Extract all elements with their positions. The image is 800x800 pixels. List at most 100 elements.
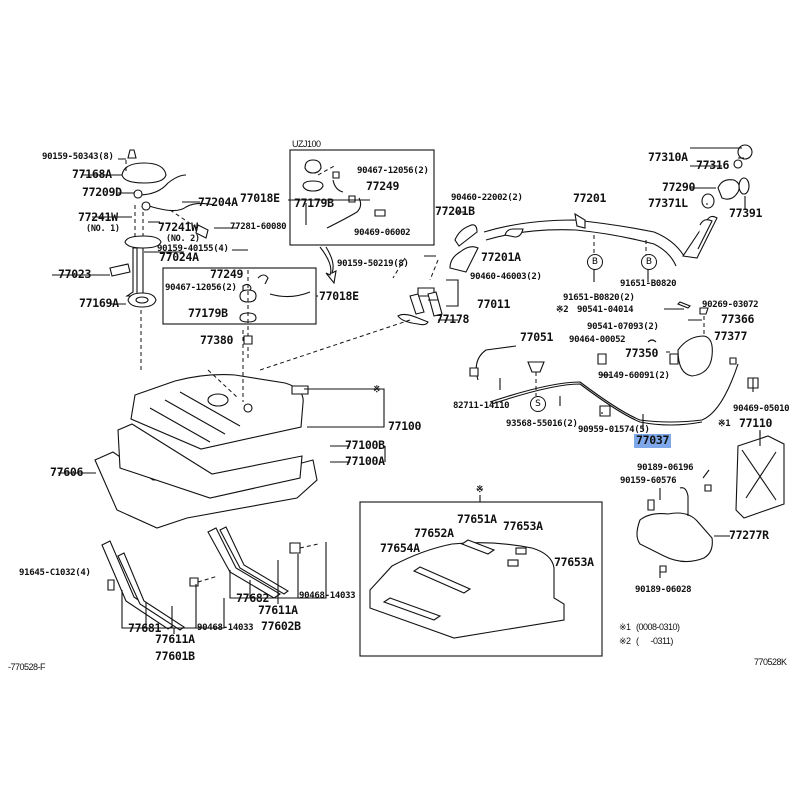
label-90467-12056-uzj[interactable]: 90467-12056(2) [357, 166, 429, 176]
label-90269-03072[interactable]: 90269-03072 [702, 300, 759, 310]
label-90541-07093[interactable]: 90541-07093(2) [587, 322, 659, 332]
label-77611A-2[interactable]: 77611A [258, 603, 298, 617]
label-77654A[interactable]: 77654A [380, 541, 420, 555]
label-90468-14033-1[interactable]: 90468-14033 [197, 623, 254, 633]
label-90467-12056-inset[interactable]: 90467-12056(2) [165, 283, 237, 293]
jerry-can-drawing [735, 430, 785, 519]
fuel-lid-opener-cable-drawing [469, 345, 739, 426]
label-77391[interactable]: 77391 [729, 206, 763, 220]
label-77653A-1[interactable]: 77653A [503, 519, 543, 533]
arrow-down-icon [319, 246, 337, 285]
label-77179B-uzj[interactable]: 77179B [294, 196, 334, 210]
label-90149-60091[interactable]: 90149-60091(2) [598, 371, 670, 381]
label-91651-B0820[interactable]: 91651-B0820 [620, 279, 677, 289]
label-77100A[interactable]: 77100A [345, 454, 385, 468]
label-77100B[interactable]: 77100B [345, 438, 385, 452]
label-77606[interactable]: 77606 [50, 465, 84, 479]
label-90159-60576[interactable]: 90159-60576 [620, 476, 677, 486]
label-77024A[interactable]: 77024A [159, 250, 199, 264]
label-77178[interactable]: 77178 [436, 312, 470, 326]
label-77281-60080[interactable]: 77281-60080 [230, 222, 287, 232]
label-77110[interactable]: 77110 [739, 416, 773, 430]
label-91645-C1032[interactable]: 91645-C1032(4) [19, 568, 91, 578]
note-2-mark: ※2 [619, 636, 631, 646]
note-mark-77100: ※ [373, 385, 381, 395]
note-1-mark: ※1 [619, 622, 631, 632]
label-90468-14033-2[interactable]: 90468-14033 [299, 591, 356, 601]
fuel-cap-drawing [690, 144, 753, 209]
label-77371L[interactable]: 77371L [648, 196, 688, 210]
label-90159-40155[interactable]: 90159-40155(4) [157, 244, 229, 254]
label-77241W-no2-sub: (NO. 2) [166, 234, 200, 244]
inset-label-uzj100: UZJ100 [292, 139, 321, 149]
label-90189-06028[interactable]: 90189-06028 [635, 585, 692, 595]
label-77241W-no1-sub: (NO. 1) [86, 224, 120, 234]
label-77380[interactable]: 77380 [200, 333, 234, 347]
label-77201A[interactable]: 77201A [481, 250, 521, 264]
label-90460-22002[interactable]: 90460-22002(2) [451, 193, 523, 203]
label-77290[interactable]: 77290 [662, 180, 696, 194]
label-77611A-1[interactable]: 77611A [155, 632, 195, 646]
label-77168A[interactable]: 77168A [72, 167, 112, 181]
label-77201B[interactable]: 77201B [435, 204, 475, 218]
label-77011[interactable]: 77011 [477, 297, 511, 311]
label-77377[interactable]: 77377 [714, 329, 748, 343]
label-77249-uzj[interactable]: 77249 [366, 179, 400, 193]
label-77310A[interactable]: 77310A [648, 150, 688, 164]
label-77602B[interactable]: 77602B [261, 619, 301, 633]
diagram-code-right: 770528K [754, 657, 787, 667]
label-77601B[interactable]: 77601B [155, 649, 195, 663]
label-91651-B0820-2[interactable]: 91651-B0820(2) [563, 293, 635, 303]
diagram-code-left: -770528-F [8, 662, 46, 672]
heat-insulator-drawing [636, 484, 713, 573]
label-90959-01574[interactable]: 90959-01574(5) [578, 425, 650, 435]
circle-tag-b-2: B [641, 254, 657, 270]
label-77037-highlighted[interactable]: 77037 [634, 433, 672, 448]
label-93568-55016[interactable]: 93568-55016(2) [506, 419, 578, 429]
label-77209D[interactable]: 77209D [82, 185, 122, 199]
label-90469-05010[interactable]: 90469-05010 [733, 404, 790, 414]
inset-parts-drawing [239, 270, 311, 360]
fuel-door-drawing [597, 301, 759, 389]
note-mark-inset-tank: ※ [476, 485, 484, 495]
label-77316[interactable]: 77316 [696, 158, 730, 172]
label-77018E-inset[interactable]: 77018E [319, 289, 359, 303]
fuel-tank-drawing [94, 330, 318, 529]
label-82711-14110[interactable]: 82711-14110 [453, 401, 510, 411]
label-77179B-inset[interactable]: 77179B [188, 306, 228, 320]
label-77201[interactable]: 77201 [573, 191, 607, 205]
label-90189-06196[interactable]: 90189-06196 [637, 463, 694, 473]
label-77682[interactable]: 77682 [236, 591, 270, 605]
leader-lines [52, 157, 761, 578]
label-90460-46003[interactable]: 90460-46003(2) [470, 272, 542, 282]
label-77651A[interactable]: 77651A [457, 512, 497, 526]
label-77241W-no1[interactable]: 77241W [78, 210, 118, 224]
label-77169A[interactable]: 77169A [79, 296, 119, 310]
label-90159-50219[interactable]: 90159-50219(8) [337, 259, 409, 269]
label-77653A-2[interactable]: 77653A [554, 555, 594, 569]
label-77249-inset[interactable]: 77249 [210, 267, 244, 281]
circle-tag-b-1: B [587, 254, 603, 270]
tank-pads-drawing [369, 539, 565, 639]
label-77241W-no2[interactable]: 77241W [158, 220, 198, 234]
label-77100[interactable]: 77100 [388, 419, 422, 433]
inset-box-uzj100 [289, 149, 435, 246]
label-90541-04014[interactable]: 90541-04014 [577, 305, 634, 315]
label-77023[interactable]: 77023 [58, 267, 92, 281]
label-90159-50343[interactable]: 90159-50343(8) [42, 152, 114, 162]
label-77366[interactable]: 77366 [721, 312, 755, 326]
label-90469-06002[interactable]: 90469-06002 [354, 228, 411, 238]
fuel-sender-assembly-drawing [109, 149, 215, 370]
label-77681[interactable]: 77681 [128, 621, 162, 635]
label-90464-00052[interactable]: 90464-00052 [569, 335, 626, 345]
label-77350[interactable]: 77350 [625, 346, 659, 360]
label-77277R[interactable]: 77277R [729, 528, 769, 542]
note-1-text: (0008-0310) [636, 622, 680, 632]
filler-pipe-drawing [259, 212, 718, 371]
label-77652A[interactable]: 77652A [414, 526, 454, 540]
label-77204A[interactable]: 77204A [198, 195, 238, 209]
label-77018E-uzj[interactable]: 77018E [240, 191, 280, 205]
note-mark-2: ※2 [556, 305, 569, 315]
label-77051[interactable]: 77051 [520, 330, 554, 344]
